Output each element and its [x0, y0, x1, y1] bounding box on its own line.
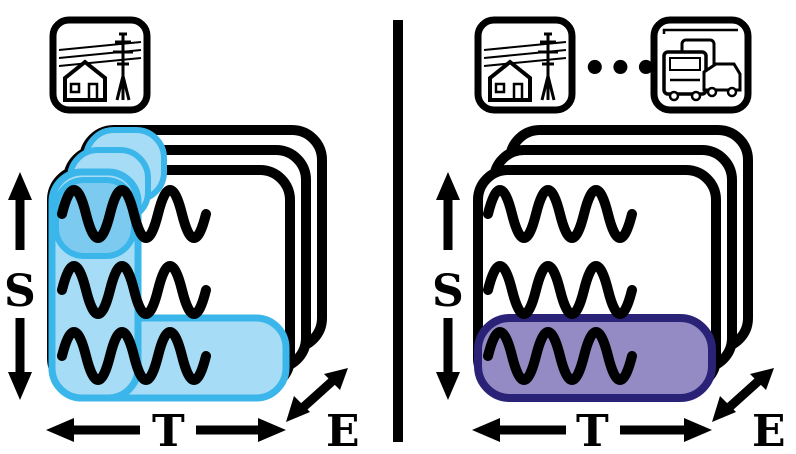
house-power-line-icon	[474, 16, 576, 114]
s-axis-label: S	[432, 266, 464, 317]
t-axis-label: T	[152, 406, 185, 454]
e-axis-arrow: E	[286, 368, 360, 454]
right-panel: ••• S	[432, 16, 786, 454]
e-axis-label: E	[752, 406, 786, 454]
traffic-vehicles-icon	[650, 16, 752, 114]
left-panel: S T E	[4, 16, 360, 454]
s-axis-label: S	[4, 266, 36, 317]
e-axis-arrow: E	[712, 368, 786, 454]
t-axis-label: T	[576, 406, 609, 454]
s-axis-arrow: S	[432, 172, 464, 400]
t-axis-arrow: T	[472, 406, 712, 454]
ellipsis-icon: •••	[582, 46, 659, 92]
s-axis-arrow: S	[4, 172, 36, 400]
t-axis-arrow: T	[46, 406, 286, 454]
e-axis-label: E	[326, 406, 360, 454]
house-power-line-icon	[49, 16, 151, 114]
